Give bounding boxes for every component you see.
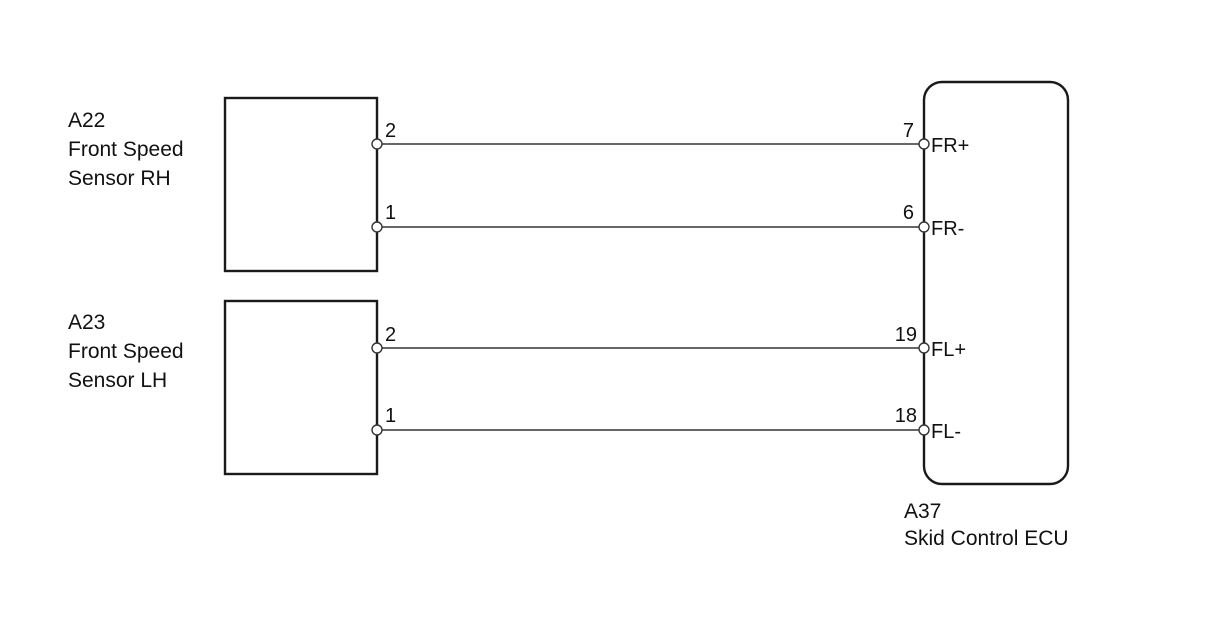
ecu-code: A37 [904,500,941,523]
ecu-pin7-number: 7 [903,120,914,142]
sensor-lh-pin2-terminal [371,342,383,354]
sensor-lh-box [223,299,379,476]
ecu-pin7-signal: FR+ [931,135,969,157]
ecu-pin18-terminal [918,424,930,436]
sensor-rh-name-line2: Sensor RH [68,167,171,190]
sensor-rh-pin1-terminal [371,221,383,233]
sensor-rh-pin2-terminal [371,138,383,150]
ecu-pin19-signal: FL+ [931,339,966,361]
sensor-lh-name-line1: Front Speed [68,340,184,363]
sensor-rh-pin2-label: 2 [385,120,396,142]
sensor-lh-pin2-label: 2 [385,324,396,346]
ecu-pin18-number: 18 [895,405,917,427]
ecu-pin19-number: 19 [895,324,917,346]
sensor-lh-pin1-label: 1 [385,405,396,427]
ecu-pin6-signal: FR- [931,218,964,240]
sensor-lh-code: A23 [68,311,105,334]
ecu-pin6-number: 6 [903,202,914,224]
ecu-pin6-terminal [918,221,930,233]
ecu-box [922,80,1070,486]
sensor-lh-name-line2: Sensor LH [68,369,167,392]
sensor-rh-box [223,96,379,273]
ecu-pin18-signal: FL- [931,421,961,443]
sensor-rh-pin1-label: 1 [385,202,396,224]
ecu-name: Skid Control ECU [904,527,1069,550]
sensor-rh-name-line1: Front Speed [68,138,184,161]
ecu-pin19-terminal [918,342,930,354]
sensor-lh-pin1-terminal [371,424,383,436]
sensor-rh-code: A22 [68,109,105,132]
ecu-pin7-terminal [918,138,930,150]
